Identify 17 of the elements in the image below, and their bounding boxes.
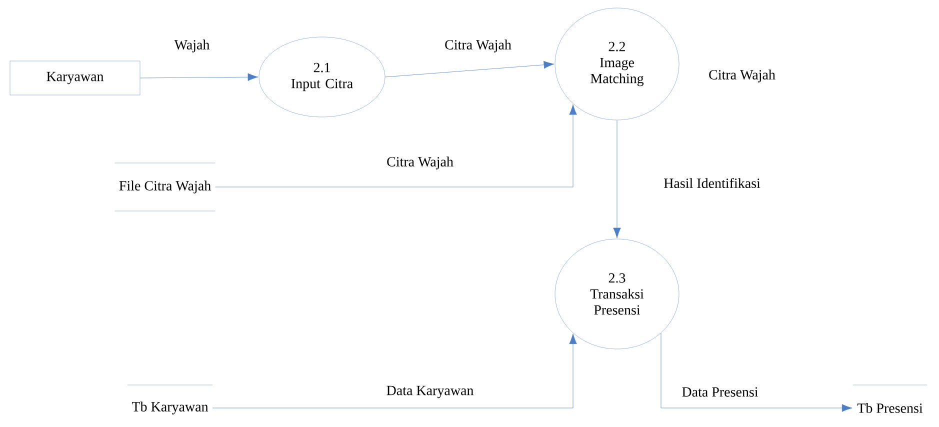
edge-label: Wajah [173,38,211,54]
edge-label: Citra Wajah [444,38,512,54]
edge-label: Citra Wajah [386,156,454,170]
arrow [140,73,258,81]
arrow [613,120,621,238]
data-store: File Citra Wajah [114,162,216,212]
entity-box: Karyawan [10,60,140,96]
arrow [660,332,852,412]
edge-label: Data Karyawan [385,384,475,400]
data-store: Tb Karyawan [127,384,213,414]
arrow [212,334,577,408]
arrow [385,60,554,78]
edge-label: Data Presensi [680,386,760,398]
flow-label: Citra Wajah [709,70,776,82]
data-store: Tb Presensi [852,384,928,413]
arrow [215,104,577,188]
edge-label: Hasil Identifikasi [662,177,762,189]
